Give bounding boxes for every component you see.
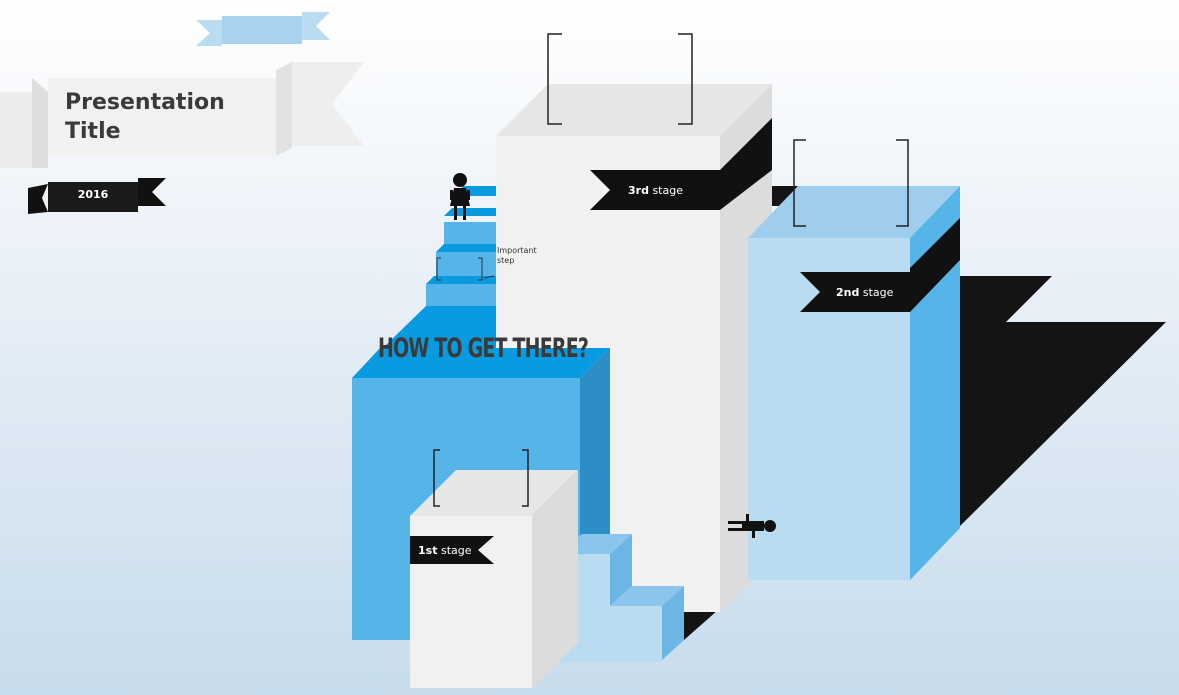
stage-3-label: 3rd stage [628,184,683,197]
tower-1st-stage [410,470,578,688]
headline: HOW TO GET THERE? [378,333,589,364]
stage-3-number: 3rd [628,184,649,197]
top-ribbon [196,12,330,46]
stage-2-suffix: stage [859,286,894,299]
stage-3-suffix: stage [648,184,683,197]
stage-1-label: 1st stage [418,544,472,557]
flag-2nd-stage [800,272,910,312]
important-step-arrow [483,275,495,279]
lying-person-icon [728,514,776,538]
tower-2nd-stage [748,186,960,580]
title-ribbon [0,62,364,168]
bracket-2nd-stage [793,139,909,227]
standing-person-icon [450,173,470,220]
stage-1-suffix: stage [437,544,472,557]
year-ribbon [28,178,166,214]
presentation-title: Presentation Title [65,90,225,144]
flag-3rd-stage [590,170,720,210]
bracket-1st-stage [433,449,529,507]
year-label: 2016 [77,188,109,201]
stage-2-number: 2nd [836,286,860,299]
flag-1st-stage [410,536,494,564]
stage-2-label: 2nd stage [836,286,893,299]
bracket-3rd-stage [547,33,693,125]
bracket-important-step [436,257,483,281]
important-step-note: Important step [497,246,537,265]
stage-1-number: 1st [418,544,438,557]
